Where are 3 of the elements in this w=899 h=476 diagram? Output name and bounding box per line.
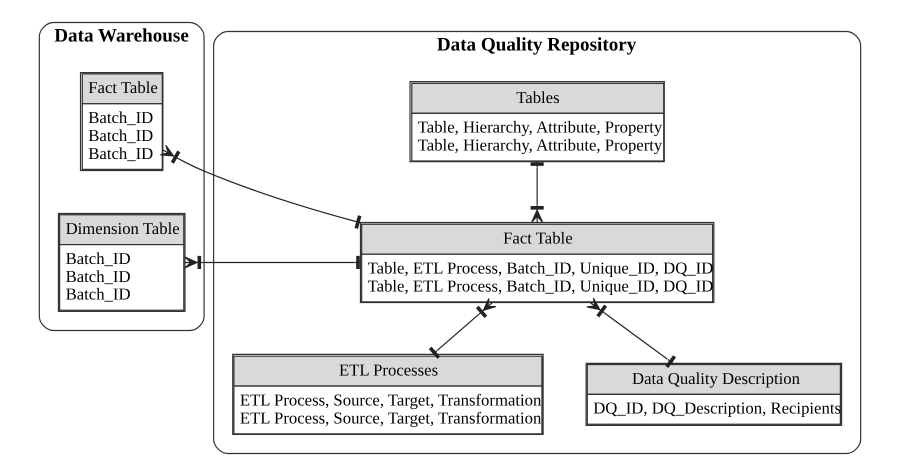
connector [159,144,361,229]
connector [586,298,676,368]
connector [428,298,496,359]
